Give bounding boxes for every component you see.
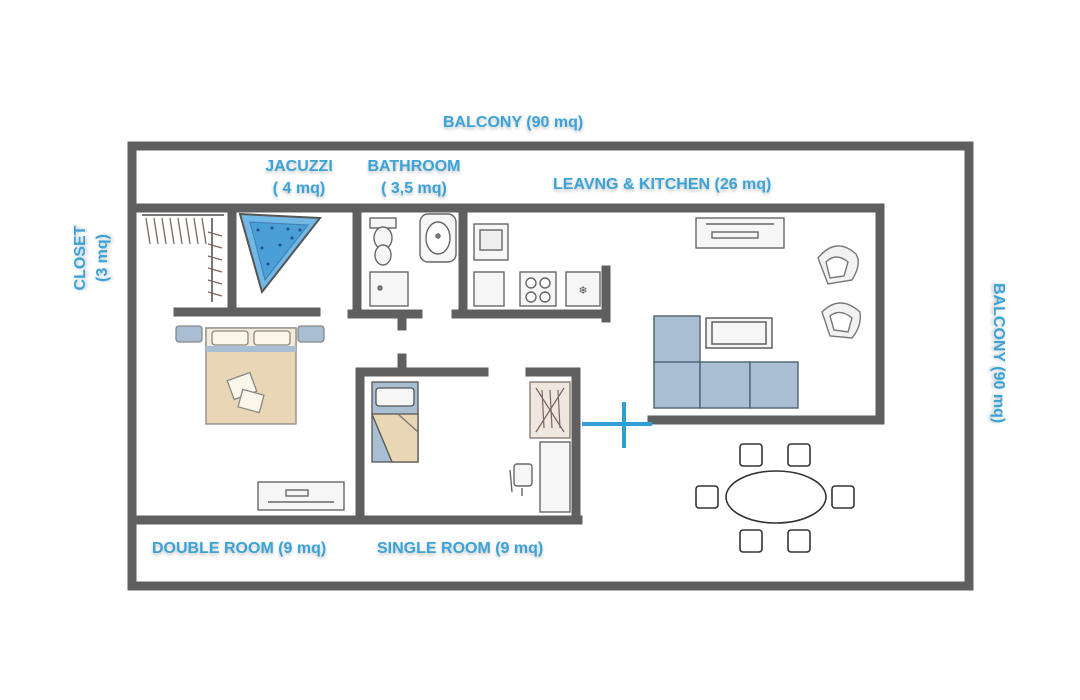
single-room-label: SINGLE ROOM (9 mq) bbox=[377, 540, 544, 557]
bathroom-fixtures bbox=[369, 213, 457, 307]
kitchen-appliances: ❄ bbox=[473, 223, 601, 307]
jacuzzi-area: ( 4 mq) bbox=[272, 180, 326, 197]
wardrobe-icon bbox=[142, 214, 224, 302]
dresser-icon bbox=[257, 481, 345, 511]
single-wardrobe-icon bbox=[529, 381, 571, 439]
dining-table-icon bbox=[695, 443, 855, 553]
jacuzzi-name: JACUZZI bbox=[265, 158, 333, 175]
bathroom-area: ( 3,5 mq) bbox=[381, 180, 447, 197]
armchair-icons bbox=[817, 245, 862, 339]
double-room-label: DOUBLE ROOM (9 mq) bbox=[152, 540, 327, 557]
bathroom-name: BATHROOM bbox=[367, 158, 461, 175]
desk-icon bbox=[509, 441, 571, 513]
bathroom-label: BATHROOM ( 3,5 mq) bbox=[356, 156, 472, 200]
sofa-icon bbox=[653, 315, 799, 409]
closet-name: CLOSET bbox=[72, 225, 89, 291]
walls bbox=[127, 141, 974, 591]
balcony-right-label: BALCONY (90 mq) bbox=[990, 283, 1007, 424]
balcony-top-label: BALCONY (90 mq) bbox=[443, 114, 584, 131]
jacuzzi-icon bbox=[238, 212, 322, 295]
single-bed-icon bbox=[371, 381, 419, 463]
entrance-marker bbox=[582, 402, 652, 448]
svg-text:❄: ❄ bbox=[578, 284, 587, 297]
closet-area: (3 mq) bbox=[94, 234, 111, 282]
living-kitchen-label: LEAVNG & KITCHEN (26 mq) bbox=[553, 176, 772, 193]
jacuzzi-label: JACUZZI ( 4 mq) bbox=[254, 156, 344, 200]
double-bed-icon bbox=[175, 325, 325, 425]
closet-label: CLOSET (3 mq) bbox=[70, 218, 114, 298]
tv-unit-icon bbox=[695, 217, 785, 249]
